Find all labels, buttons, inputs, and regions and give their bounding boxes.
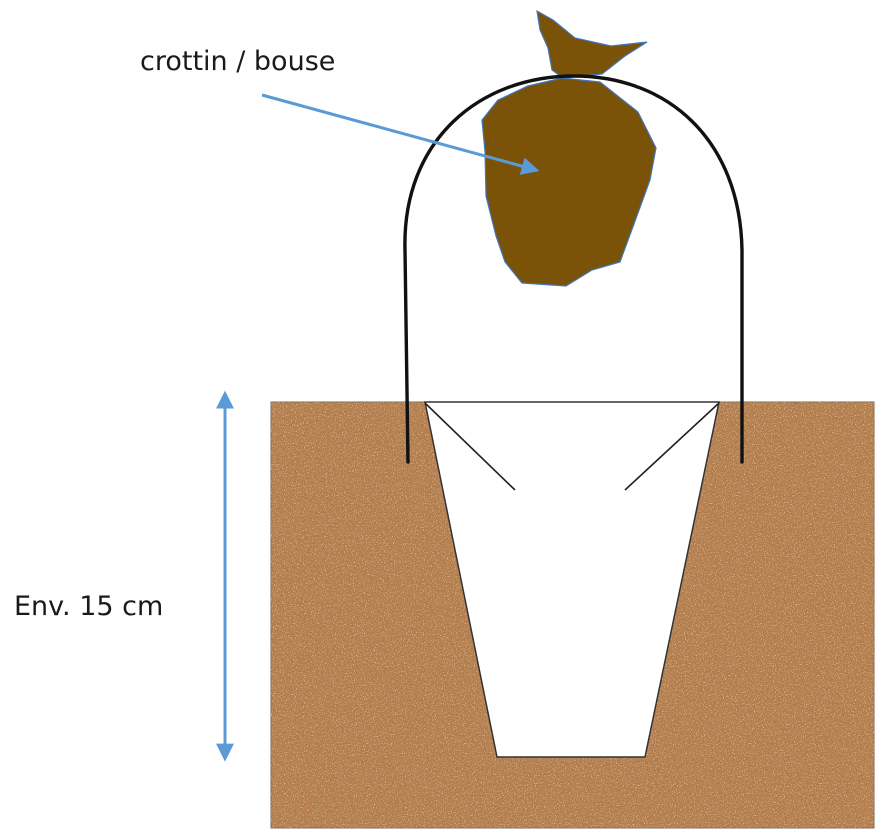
depth-label: Env. 15 cm — [14, 591, 163, 622]
dung-bait — [482, 11, 656, 286]
dung-label: crottin / bouse — [140, 46, 335, 77]
